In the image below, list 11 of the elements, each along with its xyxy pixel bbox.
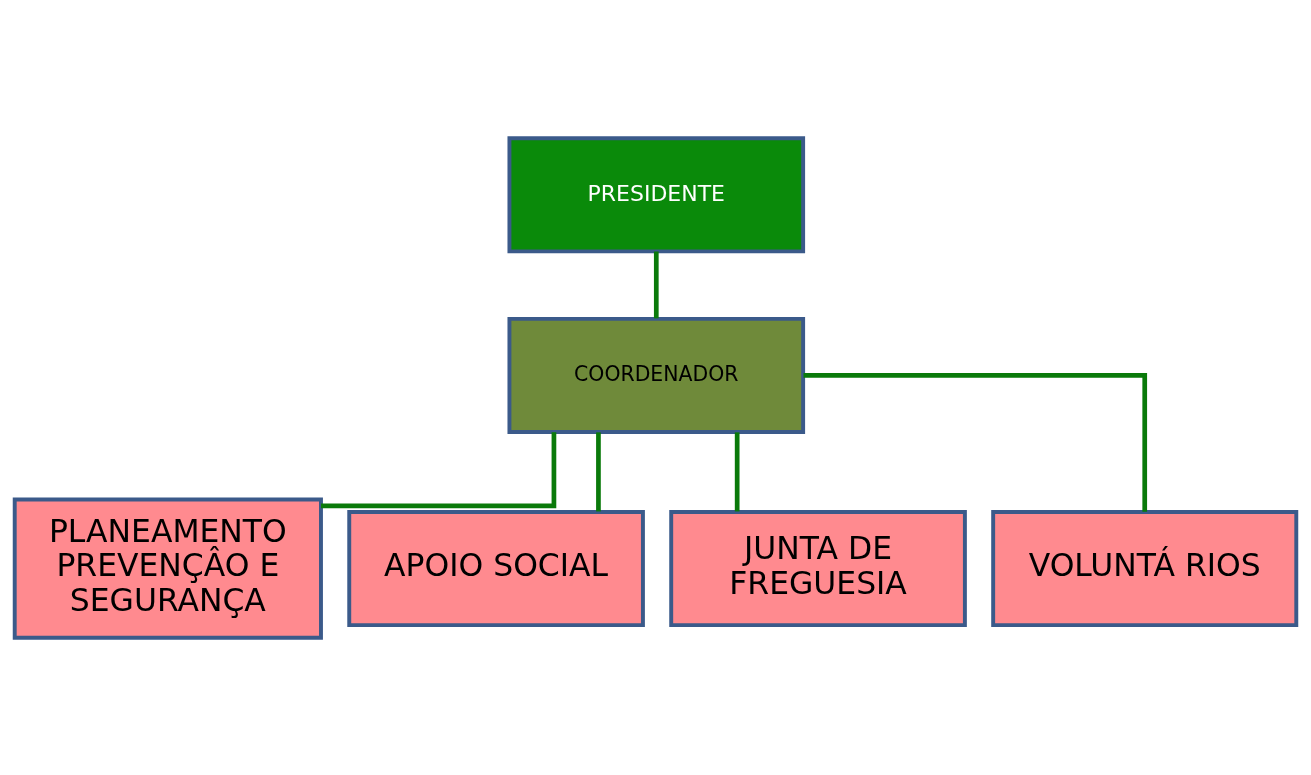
node-box: COORDENADOR [507, 316, 806, 434]
connector [321, 431, 557, 508]
connector [803, 372, 1148, 512]
connector [653, 250, 659, 318]
node-box: JUNTA DE FREGUESIA [669, 509, 967, 627]
connector [734, 431, 740, 511]
node-box: PRESIDENTE [507, 135, 806, 253]
node-box: APOIO SOCIAL [347, 509, 645, 627]
node-box: PLANEAMENTO PREVENÇÂO E SEGURANÇA [12, 497, 323, 640]
connector [596, 431, 601, 511]
node-box: VOLUNTÁ RIOS [991, 509, 1299, 627]
